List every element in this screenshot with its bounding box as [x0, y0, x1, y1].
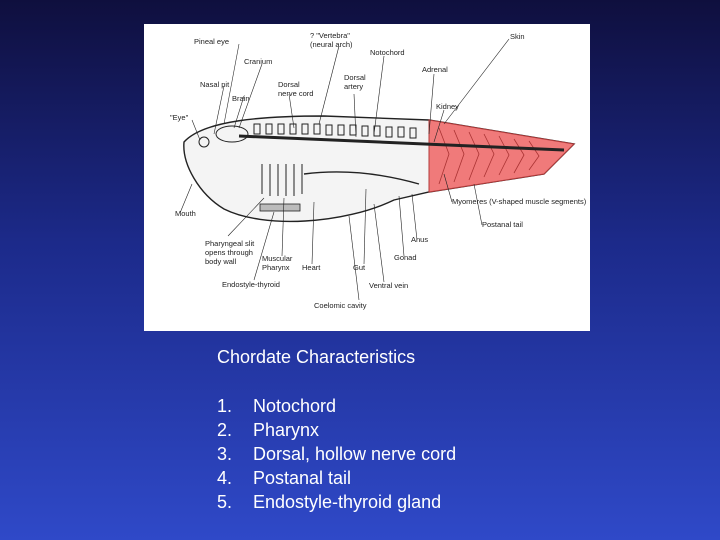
- label-dorsal-artery-2: artery: [344, 82, 363, 91]
- nerve-cord-segments: [253, 123, 417, 139]
- label-nasal-pit: Nasal pit: [200, 80, 230, 89]
- label-muscular-pharynx-1: Muscular: [262, 254, 293, 263]
- label-notochord: Notochord: [370, 48, 405, 57]
- label-vertebra: ? "Vertebra": [310, 31, 350, 40]
- list-item-number: 1.: [217, 396, 233, 416]
- chordate-anatomy-diagram: Pineal eye ? "Vertebra" (neural arch) Sk…: [144, 24, 590, 331]
- postanal-tail-region: [428, 119, 576, 193]
- label-anus: Anus: [411, 235, 428, 244]
- label-cranium: Cranium: [244, 57, 272, 66]
- brain: [215, 125, 249, 143]
- label-neural-arch: (neural arch): [310, 40, 353, 49]
- label-dorsal-nerve-cord-2: nerve cord: [278, 89, 313, 98]
- eye: [198, 136, 210, 148]
- label-skin: Skin: [510, 32, 525, 41]
- label-endostyle-thyroid: Endostyle-thyroid: [222, 280, 280, 289]
- endostyle: [259, 203, 301, 212]
- list-item-text: Postanal tail: [253, 468, 352, 488]
- leader-lines: [179, 38, 510, 301]
- label-postanal-tail: Postanal tail: [482, 220, 523, 229]
- label-mouth: Mouth: [175, 209, 196, 218]
- list-item-text: Endostyle-thyroid gland: [253, 492, 442, 512]
- caption-title: Chordate Characteristics: [217, 347, 416, 367]
- label-pineal-eye: Pineal eye: [194, 37, 229, 46]
- label-pharyngeal-slit-2: opens through: [205, 248, 253, 257]
- label-dorsal-artery-1: Dorsal: [344, 73, 366, 82]
- list-item: 4. Postanal tail: [217, 466, 456, 490]
- label-pharyngeal-slit-1: Pharyngeal slit: [205, 239, 255, 248]
- notochord: [238, 134, 565, 152]
- list-item: 5. Endostyle-thyroid gland: [217, 490, 456, 514]
- label-muscular-pharynx-2: Pharynx: [262, 263, 290, 272]
- list-item: 2. Pharynx: [217, 418, 456, 442]
- list-item-number: 2.: [217, 420, 233, 440]
- label-eye: "Eye": [170, 113, 189, 122]
- label-heart: Heart: [302, 263, 321, 272]
- list-item-text: Dorsal, hollow nerve cord: [253, 444, 457, 464]
- label-pharyngeal-slit-3: body wall: [205, 257, 237, 266]
- list-item-number: 4.: [217, 468, 233, 488]
- label-ventral-vein: Ventral vein: [369, 281, 408, 290]
- list-item-number: 5.: [217, 492, 233, 512]
- list-item: 3. Dorsal, hollow nerve cord: [217, 442, 456, 466]
- pharynx-slits: [261, 164, 303, 196]
- list-item-text: Notochord: [253, 396, 337, 416]
- tail-myomeres: [438, 127, 540, 185]
- gut: [303, 171, 420, 185]
- list-item-text: Pharynx: [253, 420, 320, 440]
- label-coelomic-cavity: Coelomic cavity: [314, 301, 367, 310]
- list-item-number: 3.: [217, 444, 233, 464]
- label-dorsal-nerve-cord-1: Dorsal: [278, 80, 300, 89]
- label-gonad: Gonad: [394, 253, 417, 262]
- characteristics-list: 1. Notochord 2. Pharynx 3. Dorsal, hollow n…: [217, 394, 456, 514]
- label-brain: Brain: [232, 94, 250, 103]
- diagram-svg: Pineal eye ? "Vertebra" (neural arch) Sk…: [170, 31, 587, 310]
- list-item: 1. Notochord: [217, 394, 456, 418]
- label-myomeres: Myomeres (V-shaped muscle segments): [452, 197, 587, 206]
- label-gut: Gut: [353, 263, 366, 272]
- label-kidney: Kidney: [436, 102, 459, 111]
- label-adrenal: Adrenal: [422, 65, 448, 74]
- caption-block: Chordate Characteristics 1. Notochord 2. P…: [217, 346, 456, 514]
